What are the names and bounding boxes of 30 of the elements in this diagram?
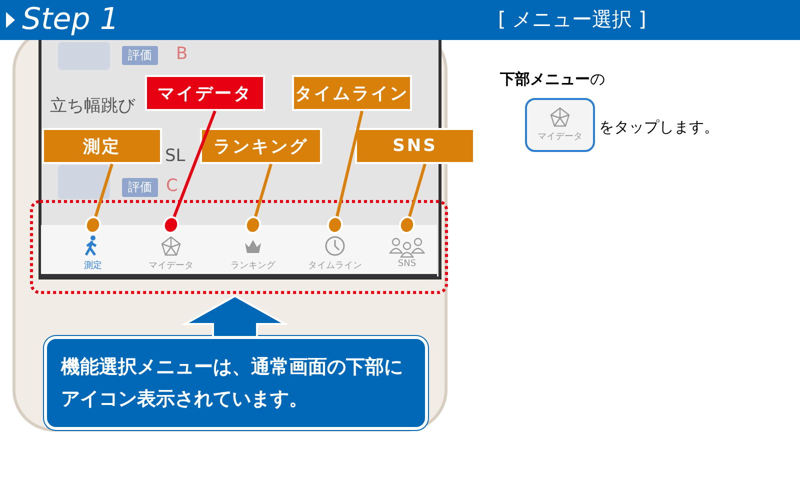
callout-box: 機能選択メニューは、通常画面の下部にアイコン表示されています。 bbox=[44, 336, 428, 430]
instruction-text: 下部メニューの bbox=[500, 70, 605, 89]
title: Step 1 bbox=[22, 4, 119, 36]
leader-line bbox=[398, 164, 426, 234]
tab-label: タイムライン bbox=[308, 260, 362, 272]
leader-line bbox=[84, 164, 114, 234]
callout-label: 測定 bbox=[42, 128, 162, 164]
tab-label: マイデータ bbox=[148, 260, 194, 272]
tab-label: SNS bbox=[398, 259, 416, 269]
callout-label: マイデータ bbox=[145, 75, 265, 111]
callout-label: タイムライン bbox=[292, 75, 412, 111]
item-text: SL bbox=[165, 146, 186, 166]
grade-text: B bbox=[176, 44, 188, 64]
callout-label: SNS bbox=[355, 128, 475, 164]
tab-label: マイデータ bbox=[538, 131, 582, 143]
block-arrow bbox=[181, 294, 289, 338]
tab-label: 測定 bbox=[84, 260, 102, 272]
leader-line bbox=[244, 164, 272, 234]
leader-line bbox=[326, 110, 364, 234]
icon-button bbox=[525, 98, 595, 152]
instruction-text: をタップします。 bbox=[599, 118, 719, 137]
callout-label: ランキング bbox=[200, 128, 322, 164]
tab-label: ランキング bbox=[230, 260, 276, 272]
grade-text: C bbox=[166, 176, 178, 196]
rating-tag: 評価 bbox=[122, 178, 158, 197]
item-text: 立ち幅跳び bbox=[50, 95, 135, 117]
rating-tag: 評価 bbox=[122, 46, 158, 65]
section-heading: [ メニュー選択 ] bbox=[498, 6, 646, 33]
highlight-frame bbox=[30, 200, 448, 294]
leader-line bbox=[162, 110, 216, 234]
